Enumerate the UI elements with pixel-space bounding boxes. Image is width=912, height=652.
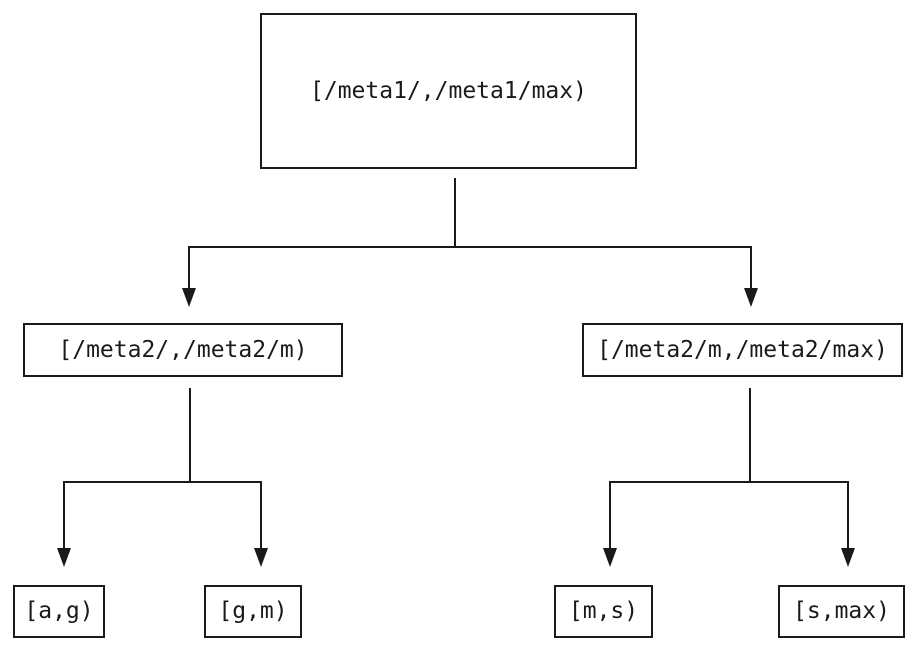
tree-node-leaf-ag-label: [a,g) bbox=[24, 598, 94, 624]
tree-node-meta2-lower: [/meta2/,/meta2/m) bbox=[23, 323, 343, 377]
edge-arrowhead bbox=[841, 548, 855, 567]
tree-node-meta2-upper-label: [/meta2/m,/meta2/max) bbox=[597, 336, 888, 363]
tree-node-meta2-upper: [/meta2/m,/meta2/max) bbox=[582, 323, 903, 377]
tree-node-leaf-smax-label: [s,max) bbox=[793, 598, 890, 624]
edge-arrowhead bbox=[182, 288, 196, 307]
tree-node-leaf-smax: [s,max) bbox=[778, 585, 905, 638]
tree-node-root-label: [/meta1/,/meta1/max) bbox=[310, 77, 587, 104]
tree-node-root: [/meta1/,/meta1/max) bbox=[260, 13, 637, 169]
edge-arrowhead bbox=[57, 548, 71, 567]
tree-node-leaf-gm: [g,m) bbox=[204, 585, 302, 638]
tree-node-meta2-lower-label: [/meta2/,/meta2/m) bbox=[58, 336, 308, 363]
edge-arrowhead bbox=[603, 548, 617, 567]
tree-node-leaf-ag: [a,g) bbox=[13, 585, 105, 638]
tree-node-leaf-ms-label: [m,s) bbox=[568, 598, 639, 624]
edge-arrowhead bbox=[744, 288, 758, 307]
tree-node-leaf-gm-label: [g,m) bbox=[218, 598, 288, 624]
edge-arrowhead bbox=[254, 548, 268, 567]
tree-node-leaf-ms: [m,s) bbox=[554, 585, 653, 638]
